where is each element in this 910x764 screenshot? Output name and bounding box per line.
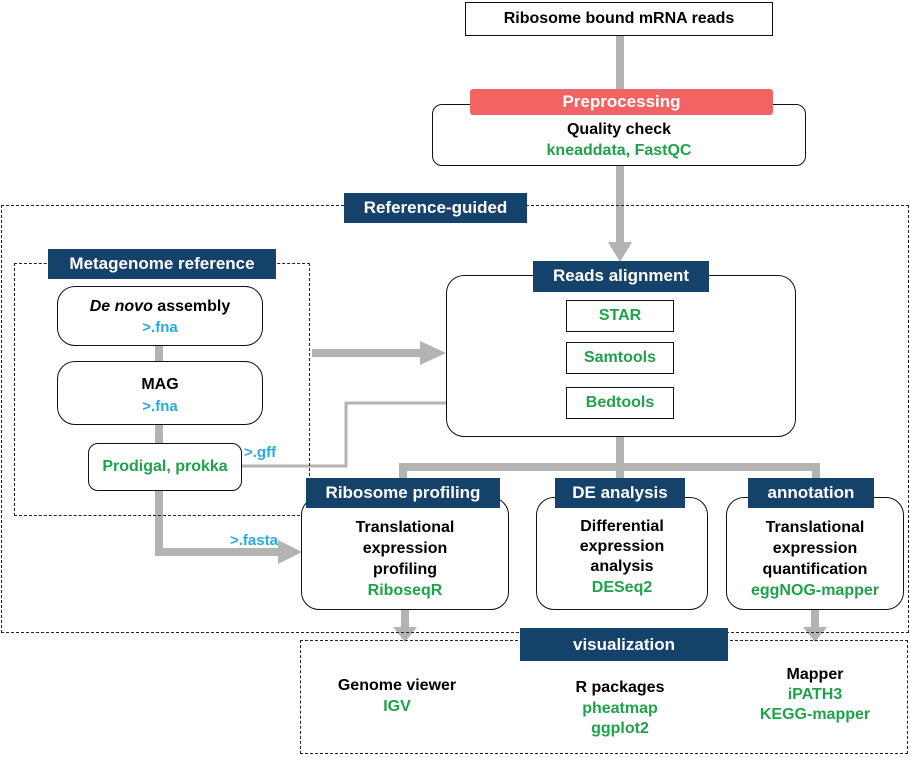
ribosome-profiling-header: Ribosome profiling	[306, 478, 500, 508]
de-line-1: Differential	[580, 518, 664, 535]
mag-title: MAG	[141, 376, 179, 393]
prodigal-label: Prodigal, prokka	[102, 458, 228, 475]
connector-alignment-split	[616, 434, 624, 464]
r-packages-tool-2: ggplot2	[591, 720, 649, 737]
ribosome-line-1: Translational	[355, 519, 455, 536]
denovo-title: De novo assembly	[58, 296, 262, 317]
connector-mag-prodigal	[155, 424, 163, 444]
preprocessing-header: Preprocessing	[470, 89, 773, 115]
ribosome-line-2: expression	[362, 540, 448, 557]
genome-viewer-title: Genome viewer	[337, 677, 457, 694]
branch-de	[616, 463, 624, 481]
denovo-ext: >.fna	[142, 319, 178, 336]
arrowhead-metagenome-alignment	[420, 341, 446, 365]
gff-label: >.gff	[244, 444, 277, 461]
preprocessing-tools: kneaddata, FastQC	[546, 142, 692, 159]
de-line-3: analysis	[590, 558, 654, 575]
prodigal-box: Prodigal, prokka	[88, 443, 242, 491]
annotation-box: Translational expression quantification …	[726, 497, 904, 610]
r-packages-tool-1: pheatmap	[582, 700, 658, 717]
tool-samtools: Samtools	[566, 342, 674, 374]
mapper-title: Mapper	[786, 666, 844, 683]
metagenome-header: Metagenome reference	[48, 249, 276, 279]
genome-viewer-tool: IGV	[383, 698, 411, 715]
annotation-line-2: expression	[772, 540, 858, 557]
preprocessing-title: Quality check	[566, 121, 672, 138]
split-bar	[399, 463, 820, 471]
tool-star: STAR	[566, 300, 674, 332]
connector-metagenome-alignment	[312, 349, 422, 357]
connector-prodigal-fasta	[155, 490, 163, 552]
annotation-header: annotation	[748, 478, 874, 508]
connector-input-preprocessing	[616, 35, 624, 91]
annotation-line-1: Translational	[765, 519, 865, 536]
connector-annotation-vis	[811, 609, 819, 629]
de-line-2: expression	[579, 538, 665, 555]
de-tool: DESeq2	[591, 579, 653, 596]
mag-ext: >.fna	[142, 398, 178, 415]
alignment-header: Reads alignment	[533, 261, 709, 292]
branch-ribosome	[399, 463, 407, 481]
arrowhead-annotation-vis	[803, 627, 827, 642]
visualization-header: visualization	[520, 628, 728, 661]
input-label: Ribosome bound mRNA reads	[503, 10, 735, 27]
connector-fasta-horizontal	[155, 548, 280, 556]
ribosome-tool: RiboseqR	[367, 582, 443, 599]
annotation-tool: eggNOG-mapper	[750, 582, 879, 599]
denovo-title-rest: assembly	[152, 298, 231, 315]
r-packages-title: R packages	[575, 679, 665, 696]
input-box: Ribosome bound mRNA reads	[465, 2, 773, 36]
arrowhead-fasta	[278, 540, 302, 564]
ribosome-profiling-box: Translational expression profiling Ribos…	[301, 497, 509, 610]
branch-annotation	[812, 463, 820, 481]
fasta-label: >.fasta	[230, 532, 278, 549]
connector-ribosome-vis	[401, 609, 409, 629]
mag-box: MAG >.fna	[57, 361, 263, 425]
de-analysis-header: DE analysis	[555, 478, 685, 508]
arrowhead-ribosome-vis	[393, 627, 417, 642]
mapper-tool-1: iPATH3	[787, 686, 843, 703]
reference-guided-header: Reference-guided	[344, 193, 527, 223]
tool-bedtools: Bedtools	[566, 387, 674, 419]
mapper-tool-2: KEGG-mapper	[759, 706, 871, 723]
arrowhead-alignment	[608, 242, 632, 262]
denovo-title-italic: De novo	[89, 298, 153, 315]
denovo-box: De novo assembly >.fna	[57, 286, 263, 346]
de-analysis-box: Differential expression analysis DESeq2	[536, 497, 708, 610]
ribosome-line-3: profiling	[373, 561, 437, 578]
annotation-line-3: quantification	[762, 561, 868, 578]
